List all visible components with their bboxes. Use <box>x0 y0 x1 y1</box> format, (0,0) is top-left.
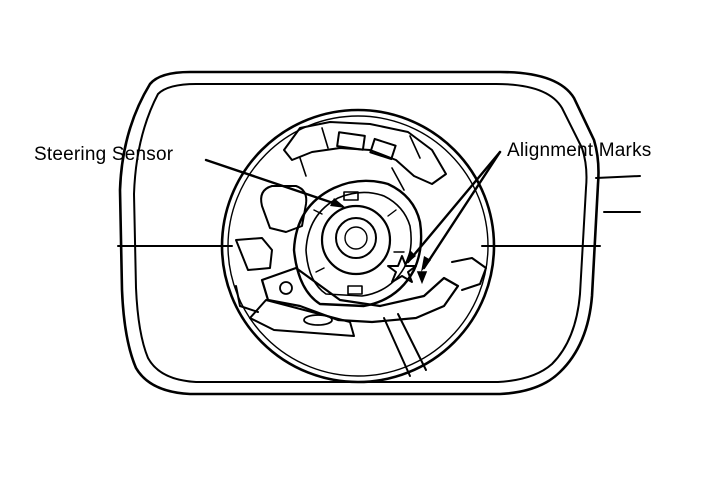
star-mark <box>387 255 417 283</box>
steering-sensor-leader <box>204 158 344 208</box>
spoke-lines <box>117 175 641 247</box>
wheel-pad-outline <box>118 70 600 396</box>
alignment-marks-leader-1-arrowhead <box>404 250 416 266</box>
alignment-marks-leader-1 <box>406 150 502 264</box>
triangle-mark <box>416 271 428 285</box>
alignment-mark-symbols <box>387 255 428 285</box>
leader-lines <box>204 150 502 272</box>
steering-sensor-label: Steering Sensor <box>34 144 174 165</box>
alignment-marks-label: Alignment Marks <box>507 140 652 161</box>
alignment-marks-leader-2-arrowhead <box>421 256 431 272</box>
left-bracket <box>235 185 308 271</box>
sensor-disc <box>292 179 423 308</box>
alignment-marks-leader-2 <box>422 150 502 270</box>
upper-mechanism <box>283 121 447 191</box>
hub-circle <box>220 108 496 384</box>
lower-mechanism <box>235 257 487 377</box>
steering-sensor-leader-arrowhead <box>330 198 346 208</box>
